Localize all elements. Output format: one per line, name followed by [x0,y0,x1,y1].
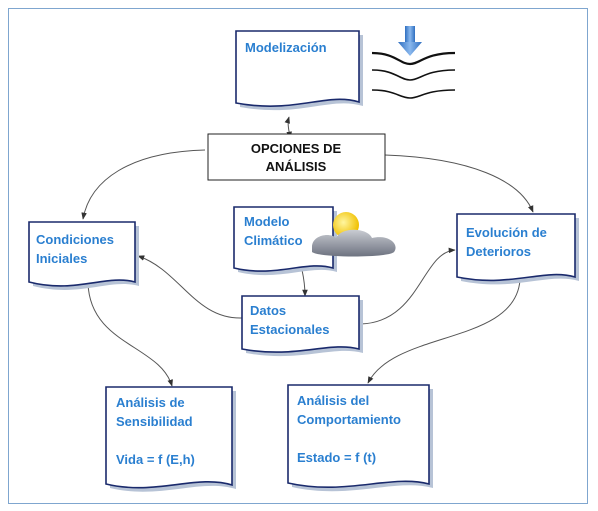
pavement-load-icon [371,26,456,99]
arrow-datos-evolucion [360,247,456,325]
sun-cloud-icon [312,212,396,257]
sensibilidad-label-line: Análisis de [116,395,185,410]
sensibilidad-label: Análisis de Sensibilidad Vida = f (E,h) [116,395,195,467]
comportamiento-label-line [297,431,301,446]
modelizacion-label-line: Modelización [245,40,327,55]
evolucion-label: Evolución de Deterioros [466,225,547,259]
arrow-modelo-datos [301,269,308,297]
opciones-label: OPCIONES DE ANÁLISIS [251,141,342,174]
node-evolucion: Evolución de Deterioros [456,213,579,285]
node-modelizacion: Modelización [235,30,363,111]
node-opciones: OPCIONES DE ANÁLISIS [207,133,386,181]
condiciones-label-line: Iniciales [36,251,87,266]
comportamiento-label-line: Estado = f (t) [297,450,376,465]
evolucion-label-line: Deterioros [466,244,531,259]
sensibilidad-label-line: Vida = f (E,h) [116,452,195,467]
arrow-datos-condiciones [137,255,244,319]
datos-label-line: Datos [250,303,286,318]
sensibilidad-label-line [116,433,120,448]
evolucion-label-line: Evolución de [466,225,547,240]
arrow-opciones-condiciones [81,149,206,220]
opciones-label-line: ANÁLISIS [266,159,327,174]
datos-label-line: Estacionales [250,322,330,337]
modelizacion-label: Modelización [245,40,327,55]
opciones-label-line: OPCIONES DE [251,141,342,156]
node-sensibilidad: Análisis de Sensibilidad Vida = f (E,h) [105,386,236,492]
arrow-opciones-evolucion [384,154,534,213]
condiciones-label-line: Condiciones [36,232,114,247]
comportamiento-label-line: Comportamiento [297,412,401,427]
sensibilidad-label-line: Sensibilidad [116,414,193,429]
modelo-climatico-label-line: Climático [244,233,303,248]
arrow-evolucion-comportamiento [367,279,521,384]
modelo-climatico-label-line: Modelo [244,214,290,229]
comportamiento-label-line: Análisis del [297,393,369,408]
arrow-condiciones-sensibilidad [87,282,173,387]
